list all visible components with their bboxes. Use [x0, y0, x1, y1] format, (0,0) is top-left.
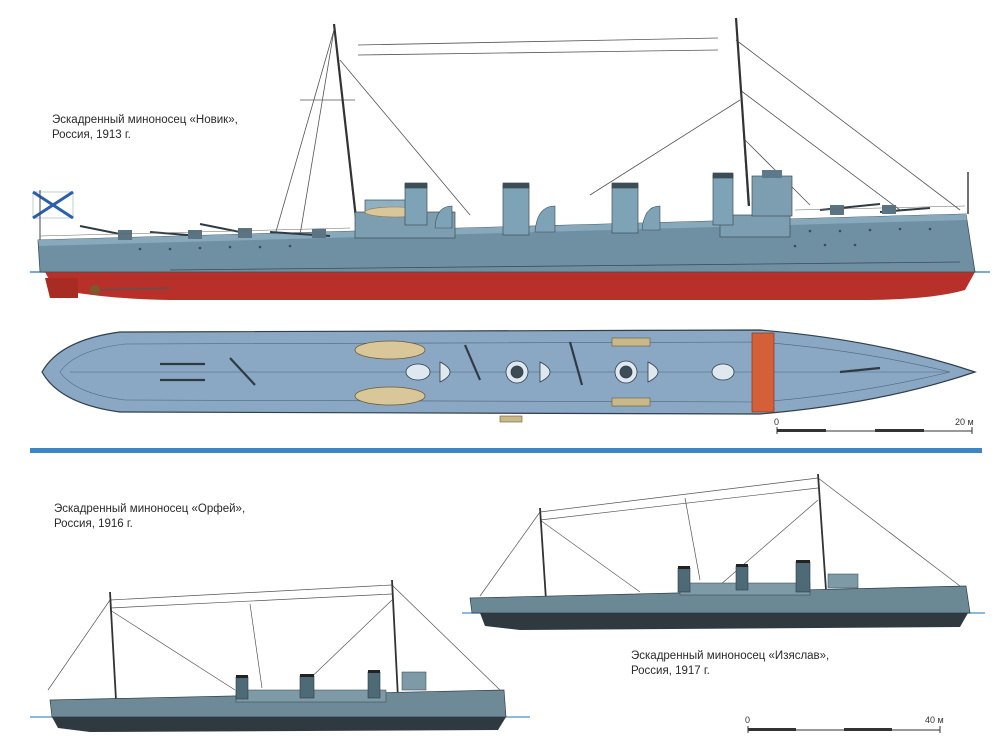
scale-bar-bottom: 0 40 м	[745, 715, 944, 733]
izyaslav-side-view	[462, 473, 985, 630]
scale-top-start: 0	[774, 417, 779, 427]
novik-underwater-hull	[45, 272, 975, 300]
scale-bottom-start: 0	[745, 715, 750, 725]
caption-novik-line1: Эскадренный миноносец «Новик»,	[52, 114, 238, 126]
caption-novik: Эскадренный миноносец «Новик», Россия, 1…	[52, 113, 238, 143]
novik-top-view	[41, 329, 977, 423]
orfey-side-view	[30, 579, 530, 732]
caption-izyaslav: Эскадренный миноносец «Изяслав», Россия,…	[631, 649, 829, 679]
scale-top-end: 20 м	[955, 417, 974, 427]
scale-bottom-end: 40 м	[925, 715, 944, 725]
caption-izyaslav-line1: Эскадренный миноносец «Изяслав»,	[631, 650, 830, 662]
section-divider	[30, 448, 982, 453]
scale-bar-top: 0 20 м	[774, 417, 974, 434]
novik-side-view	[30, 17, 990, 300]
novik-funnels	[404, 172, 734, 236]
caption-orfey-line2: Россия, 1916 г.	[54, 518, 133, 530]
caption-orfey-line1: Эскадренный миноносец «Орфей»,	[54, 503, 246, 515]
caption-izyaslav-line2: Россия, 1917 г.	[631, 665, 710, 677]
caption-orfey: Эскадренный миноносец «Орфей», Россия, 1…	[54, 502, 245, 532]
caption-novik-line2: Россия, 1913 г.	[52, 129, 131, 141]
